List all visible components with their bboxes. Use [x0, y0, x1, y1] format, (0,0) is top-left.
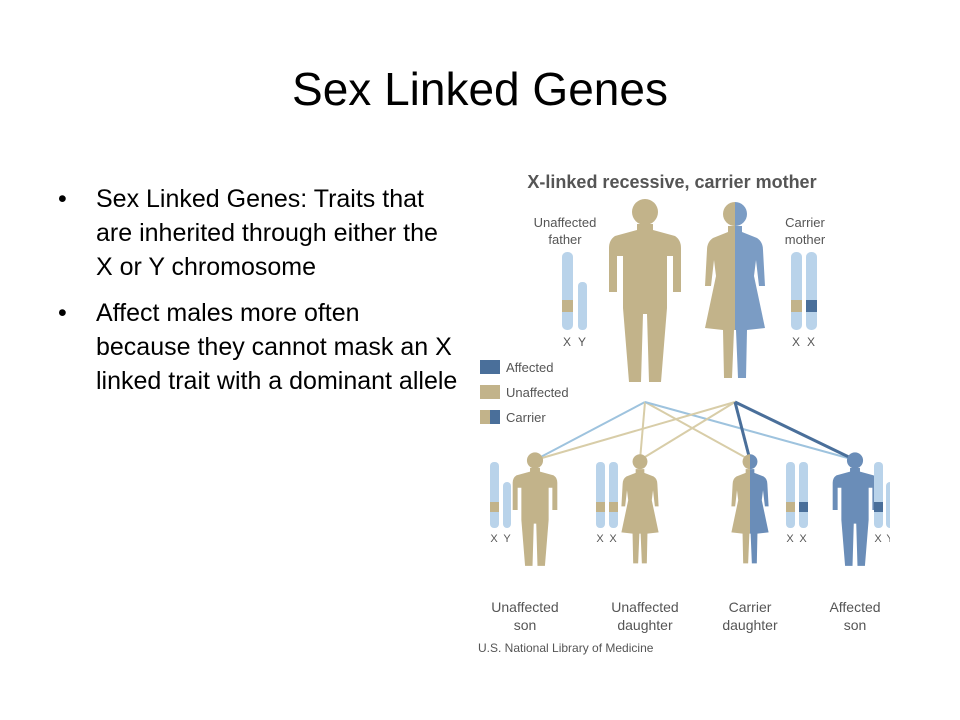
x-chromosome-label: X: [786, 533, 794, 545]
x-chromosome-label: X: [563, 335, 571, 349]
carrier-daughter-chromosomes: X X: [786, 462, 808, 545]
father-label: Unaffected: [534, 215, 597, 230]
mother-chromosomes: X X: [791, 252, 817, 349]
mother-label: Carrier: [785, 215, 825, 230]
child-label: son: [514, 617, 537, 633]
legend-label: Affected: [506, 360, 553, 375]
legend: Affected Unaffected Carrier: [480, 360, 569, 425]
x-chromosome-label: X: [799, 533, 807, 545]
x-chromosome-label: X: [596, 533, 604, 545]
x-chromosome-label: X: [609, 533, 617, 545]
x-linked-inheritance-diagram: X-linked recessive, carrier mother Unaff…: [470, 160, 890, 665]
bullet-list: Sex Linked Genes: Traits that are inheri…: [58, 182, 458, 410]
x-chromosome-label: X: [792, 335, 800, 349]
y-chromosome-label: Y: [578, 335, 586, 349]
affected-son-chromosomes: X Y: [874, 462, 890, 545]
child-label: Carrier: [729, 599, 772, 615]
legend-swatch-unaffected: [480, 385, 500, 399]
unaffected-son-chromosomes: X Y: [490, 462, 511, 545]
child-label: Affected: [829, 599, 880, 615]
child-label: Unaffected: [491, 599, 558, 615]
x-chromosome-label: X: [490, 533, 498, 545]
child-label: Unaffected: [611, 599, 678, 615]
unaffected-son-figure: [512, 452, 558, 566]
carrier-daughter-figure: [731, 454, 769, 564]
mother-label: mother: [785, 232, 826, 247]
bullet-item: Affect males more often because they can…: [58, 296, 458, 398]
diagram-heading: X-linked recessive, carrier mother: [527, 172, 816, 192]
affected-son-figure: [832, 452, 878, 566]
x-chromosome-label: X: [807, 335, 815, 349]
unaffected-daughter-figure: [621, 454, 659, 564]
y-chromosome-label: Y: [886, 533, 890, 545]
child-label: daughter: [722, 617, 778, 633]
bullet-item: Sex Linked Genes: Traits that are inheri…: [58, 182, 458, 284]
y-chromosome-label: Y: [503, 533, 511, 545]
mother-figure: [705, 202, 765, 378]
father-figure: [609, 199, 681, 382]
child-label: son: [844, 617, 867, 633]
legend-label: Unaffected: [506, 385, 569, 400]
legend-swatch-carrier: [480, 410, 490, 424]
inheritance-lines: [534, 400, 856, 462]
legend-label: Carrier: [506, 410, 546, 425]
slide-title: Sex Linked Genes: [292, 63, 668, 115]
child-label: daughter: [617, 617, 673, 633]
father-label: father: [548, 232, 582, 247]
source-credit: U.S. National Library of Medicine: [478, 641, 654, 655]
x-chromosome-label: X: [874, 533, 882, 545]
unaffected-daughter-chromosomes: X X: [596, 462, 618, 545]
legend-swatch-affected: [480, 360, 500, 374]
father-chromosomes: X Y: [562, 252, 587, 349]
